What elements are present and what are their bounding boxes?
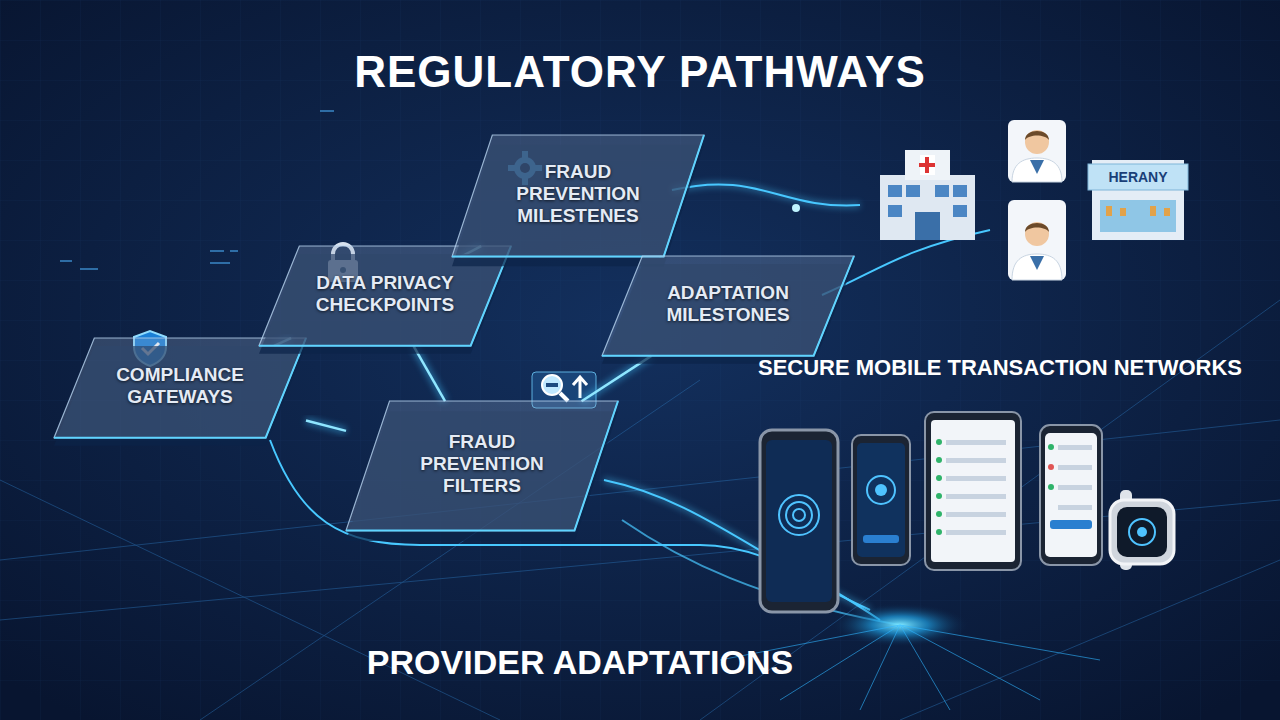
diagram-title: REGULATORY PATHWAYS [354,47,926,97]
section-label: SECURE MOBILE TRANSACTION NETWORKS [758,355,1242,381]
glass-tile: FRAUD PREVENTION FILTERS [346,401,618,531]
sign-text: HERANY [1108,169,1167,185]
tile-label: FRAUD PREVENTION MILESTENES [498,161,658,227]
tile-label: ADAPTATION MILESTONES [648,282,808,326]
tile-label: FRAUD PREVENTION FILTERS [402,431,562,497]
tile-label: DATA PRIVACY CHECKPOINTS [305,272,465,316]
section-label: PROVIDER ADAPTATIONS [367,643,793,682]
tile-label: COMPLIANCE GATEWAYS [100,364,260,408]
glow-connector [306,421,346,431]
glass-tile: ADAPTATION MILESTONES [602,256,854,356]
glass-tile: FRAUD PREVENTION MILESTENES [452,135,704,257]
glow-connector [413,346,445,401]
